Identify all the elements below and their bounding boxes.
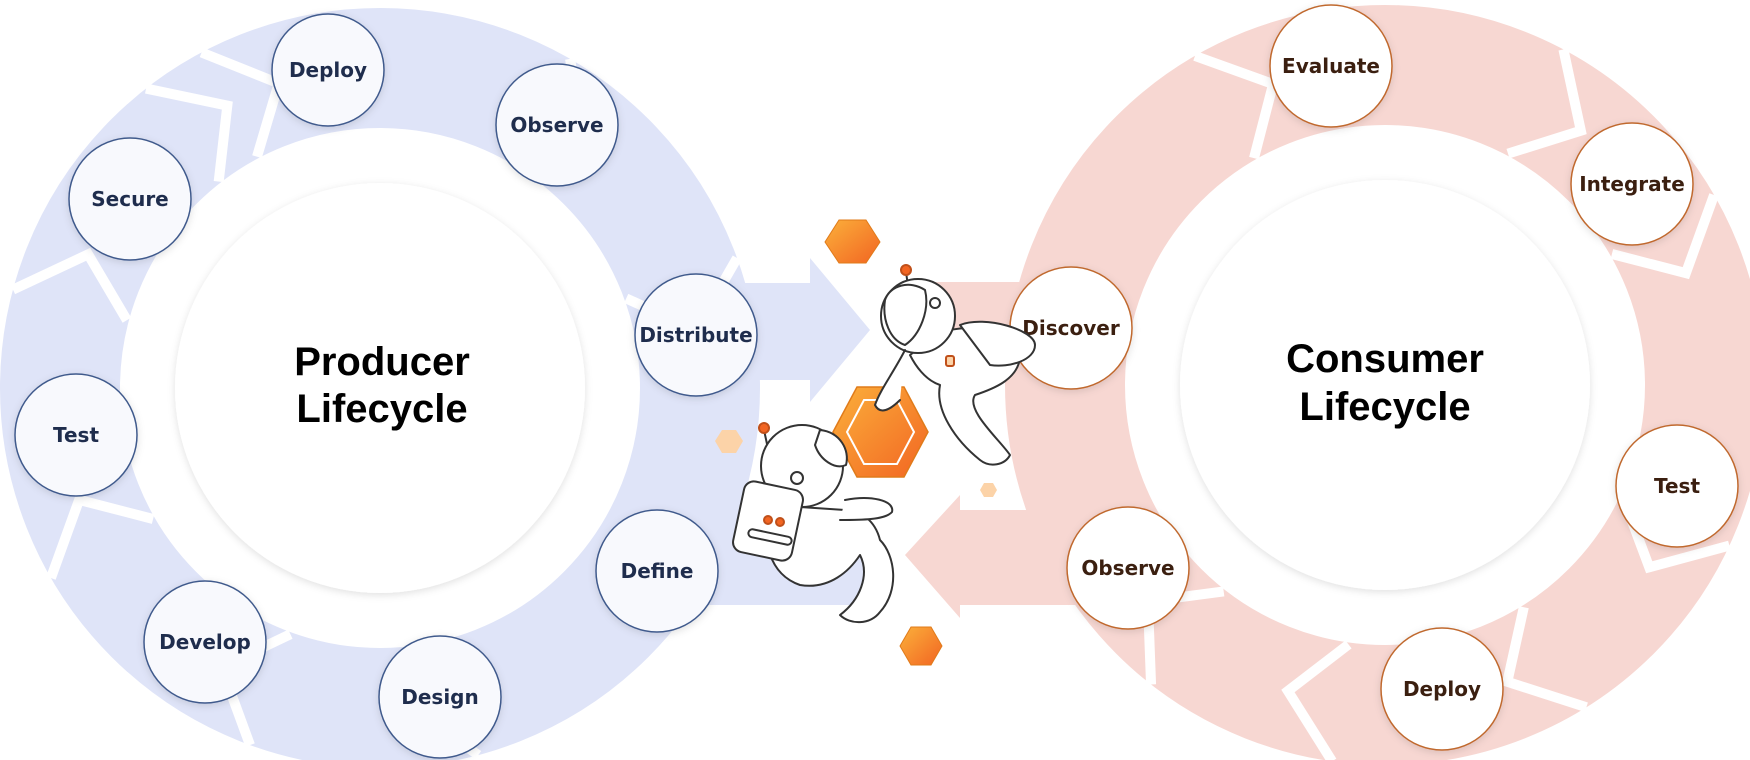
consumer-steps: Evaluate Integrate Test Deploy Observe D… bbox=[1009, 4, 1739, 751]
consumer-step-deploy[interactable]: Deploy bbox=[1380, 627, 1504, 751]
consumer-step-label: Evaluate bbox=[1282, 54, 1380, 78]
producer-steps: Deploy Observe Distribute Define Design … bbox=[14, 13, 758, 759]
hexagon-icon bbox=[899, 626, 943, 666]
consumer-title-line2: Lifecycle bbox=[1299, 385, 1470, 429]
arrow-chevron bbox=[1610, 193, 1719, 280]
astronaut-icon bbox=[874, 264, 1036, 466]
consumer-step-evaluate[interactable]: Evaluate bbox=[1269, 4, 1393, 128]
hexagon-icon bbox=[715, 430, 743, 453]
producer-step-deploy[interactable]: Deploy bbox=[271, 13, 385, 127]
arrow-chevron bbox=[1501, 606, 1588, 713]
producer-step-label: Define bbox=[621, 559, 694, 583]
producer-step-test[interactable]: Test bbox=[14, 373, 138, 497]
producer-center bbox=[175, 183, 585, 593]
producer-step-label: Test bbox=[53, 423, 99, 447]
producer-step-label: Observe bbox=[510, 113, 603, 137]
producer-step-label: Deploy bbox=[289, 58, 367, 82]
consumer-step-discover[interactable]: Discover bbox=[1009, 266, 1133, 390]
producer-title-line2: Lifecycle bbox=[296, 387, 467, 431]
producer-step-label: Distribute bbox=[639, 323, 752, 347]
consumer-center bbox=[1180, 180, 1590, 590]
producer-step-define[interactable]: Define bbox=[595, 509, 719, 633]
producer-title-line1: Producer bbox=[294, 340, 470, 384]
arrow-chevron bbox=[145, 83, 233, 183]
producer-step-label: Design bbox=[401, 685, 478, 709]
consumer-step-label: Discover bbox=[1022, 316, 1120, 340]
producer-step-develop[interactable]: Develop bbox=[143, 580, 267, 704]
producer-step-label: Secure bbox=[91, 187, 169, 211]
producer-step-secure[interactable]: Secure bbox=[68, 137, 192, 261]
hexagon-icon bbox=[824, 219, 881, 264]
producer-step-distribute[interactable]: Distribute bbox=[634, 273, 758, 397]
astronaut-icon bbox=[732, 422, 895, 624]
producer-step-label: Develop bbox=[159, 630, 251, 654]
arrow-chevron bbox=[10, 247, 132, 323]
consumer-step-label: Deploy bbox=[1403, 677, 1481, 701]
consumer-step-label: Integrate bbox=[1579, 172, 1685, 196]
arrow-chevron bbox=[1506, 48, 1587, 159]
arrow-chevron bbox=[1281, 640, 1352, 760]
producer-step-design[interactable]: Design bbox=[378, 635, 502, 759]
consumer-title-line1: Consumer bbox=[1286, 337, 1484, 381]
arrow-chevron bbox=[46, 493, 155, 580]
consumer-step-test[interactable]: Test bbox=[1615, 424, 1739, 548]
producer-step-observe[interactable]: Observe bbox=[495, 63, 619, 187]
consumer-step-integrate[interactable]: Integrate bbox=[1570, 122, 1694, 246]
consumer-step-observe[interactable]: Observe bbox=[1066, 506, 1190, 630]
consumer-to-producer-arrow bbox=[905, 495, 1110, 618]
consumer-step-label: Test bbox=[1654, 474, 1700, 498]
consumer-step-label: Observe bbox=[1081, 556, 1174, 580]
hexagon-icon bbox=[980, 483, 997, 497]
